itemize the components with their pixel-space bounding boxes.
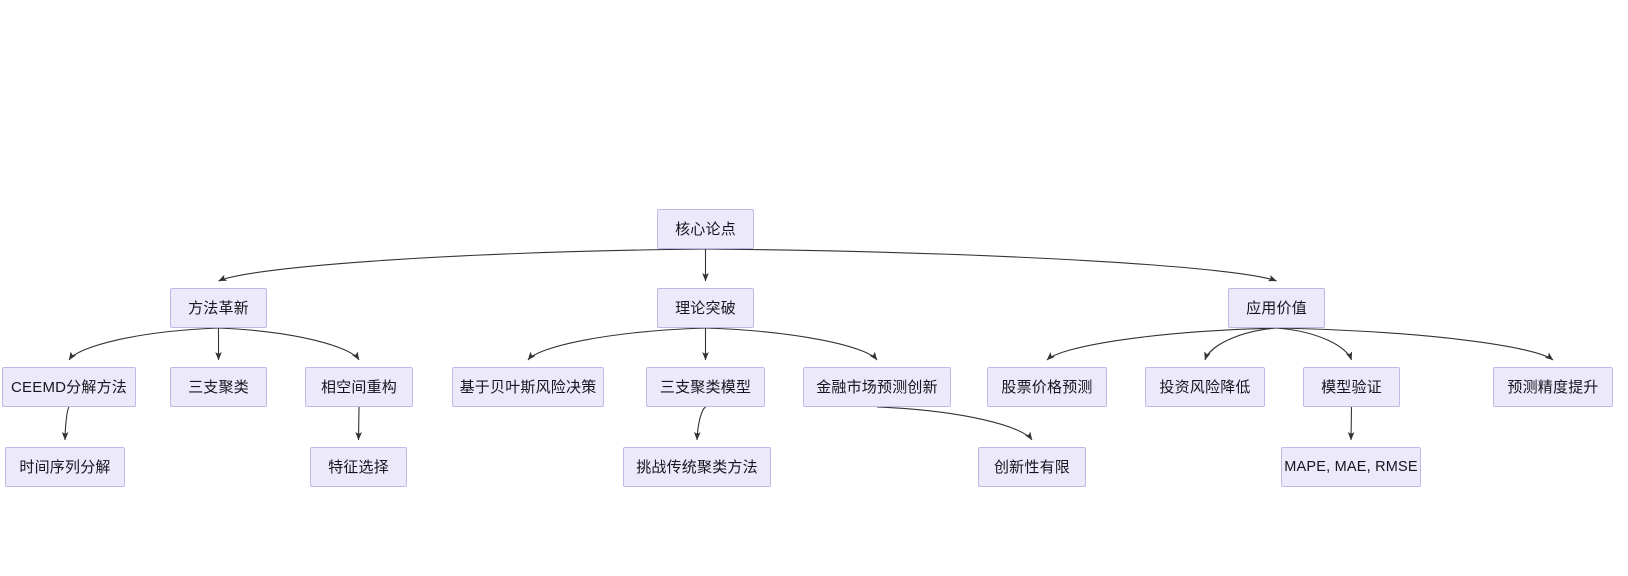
- edge-root-to-method: [218, 248, 706, 282]
- node-decompose[interactable]: 时间序列分解: [5, 447, 125, 487]
- edge-value-to-accuracy: [1276, 327, 1554, 361]
- edge-value-to-validate: [1276, 327, 1353, 361]
- node-limited[interactable]: 创新性有限: [978, 447, 1086, 487]
- node-label: 预测精度提升: [1507, 378, 1599, 396]
- edge-method-to-phase: [218, 327, 360, 361]
- node-ceemd[interactable]: CEEMD分解方法: [2, 367, 136, 407]
- node-metrics[interactable]: MAPE, MAE, RMSE: [1281, 447, 1421, 487]
- node-label: 投资风险降低: [1159, 378, 1251, 396]
- node-finance[interactable]: 金融市场预测创新: [803, 367, 951, 407]
- node-label: MAPE, MAE, RMSE: [1284, 458, 1418, 475]
- edge-theory-to-bayes: [527, 327, 706, 361]
- node-label: CEEMD分解方法: [11, 378, 127, 396]
- edge-tw-model-to-challenge: [693, 406, 706, 441]
- node-label: 核心论点: [675, 220, 736, 238]
- edge-paths: [61, 248, 1554, 441]
- node-label: 挑战传统聚类方法: [636, 458, 758, 476]
- node-label: 三支聚类模型: [659, 378, 752, 396]
- node-value[interactable]: 应用价值: [1228, 288, 1325, 328]
- node-phase[interactable]: 相空间重构: [305, 367, 413, 407]
- node-label: 基于贝叶斯风险决策: [459, 378, 597, 396]
- node-label: 相空间重构: [320, 378, 397, 396]
- node-label: 股票价格预测: [1001, 378, 1093, 396]
- node-tw-model[interactable]: 三支聚类模型: [646, 367, 765, 407]
- node-label: 时间序列分解: [19, 458, 111, 476]
- edge-finance-to-limited: [876, 406, 1033, 441]
- node-root[interactable]: 核心论点: [657, 209, 754, 249]
- node-label: 金融市场预测创新: [816, 378, 938, 396]
- edge-value-to-stock: [1046, 327, 1277, 361]
- node-validate[interactable]: 模型验证: [1303, 367, 1400, 407]
- node-label: 方法革新: [188, 299, 249, 317]
- node-feature[interactable]: 特征选择: [310, 447, 407, 487]
- edge-phase-to-feature: [355, 406, 362, 441]
- node-bayes[interactable]: 基于贝叶斯风险决策: [452, 367, 604, 407]
- node-label: 应用价值: [1246, 299, 1307, 317]
- edge-ceemd-to-decompose: [61, 406, 70, 441]
- edge-root-to-value: [705, 248, 1277, 282]
- node-label: 模型验证: [1321, 378, 1382, 396]
- node-three-way[interactable]: 三支聚类: [170, 367, 267, 407]
- node-theory[interactable]: 理论突破: [657, 288, 754, 328]
- edge-validate-to-metrics: [1347, 406, 1355, 441]
- edge-value-to-risk: [1204, 327, 1277, 361]
- node-label: 创新性有限: [993, 458, 1070, 476]
- edge-theory-to-finance: [705, 327, 878, 361]
- node-accuracy[interactable]: 预测精度提升: [1493, 367, 1613, 407]
- node-label: 理论突破: [675, 299, 736, 317]
- edge-method-to-ceemd: [68, 327, 219, 361]
- node-label: 三支聚类: [188, 378, 249, 396]
- node-method[interactable]: 方法革新: [170, 288, 267, 328]
- node-label: 特征选择: [328, 458, 389, 476]
- node-challenge[interactable]: 挑战传统聚类方法: [623, 447, 771, 487]
- node-risk[interactable]: 投资风险降低: [1145, 367, 1265, 407]
- node-stock[interactable]: 股票价格预测: [987, 367, 1107, 407]
